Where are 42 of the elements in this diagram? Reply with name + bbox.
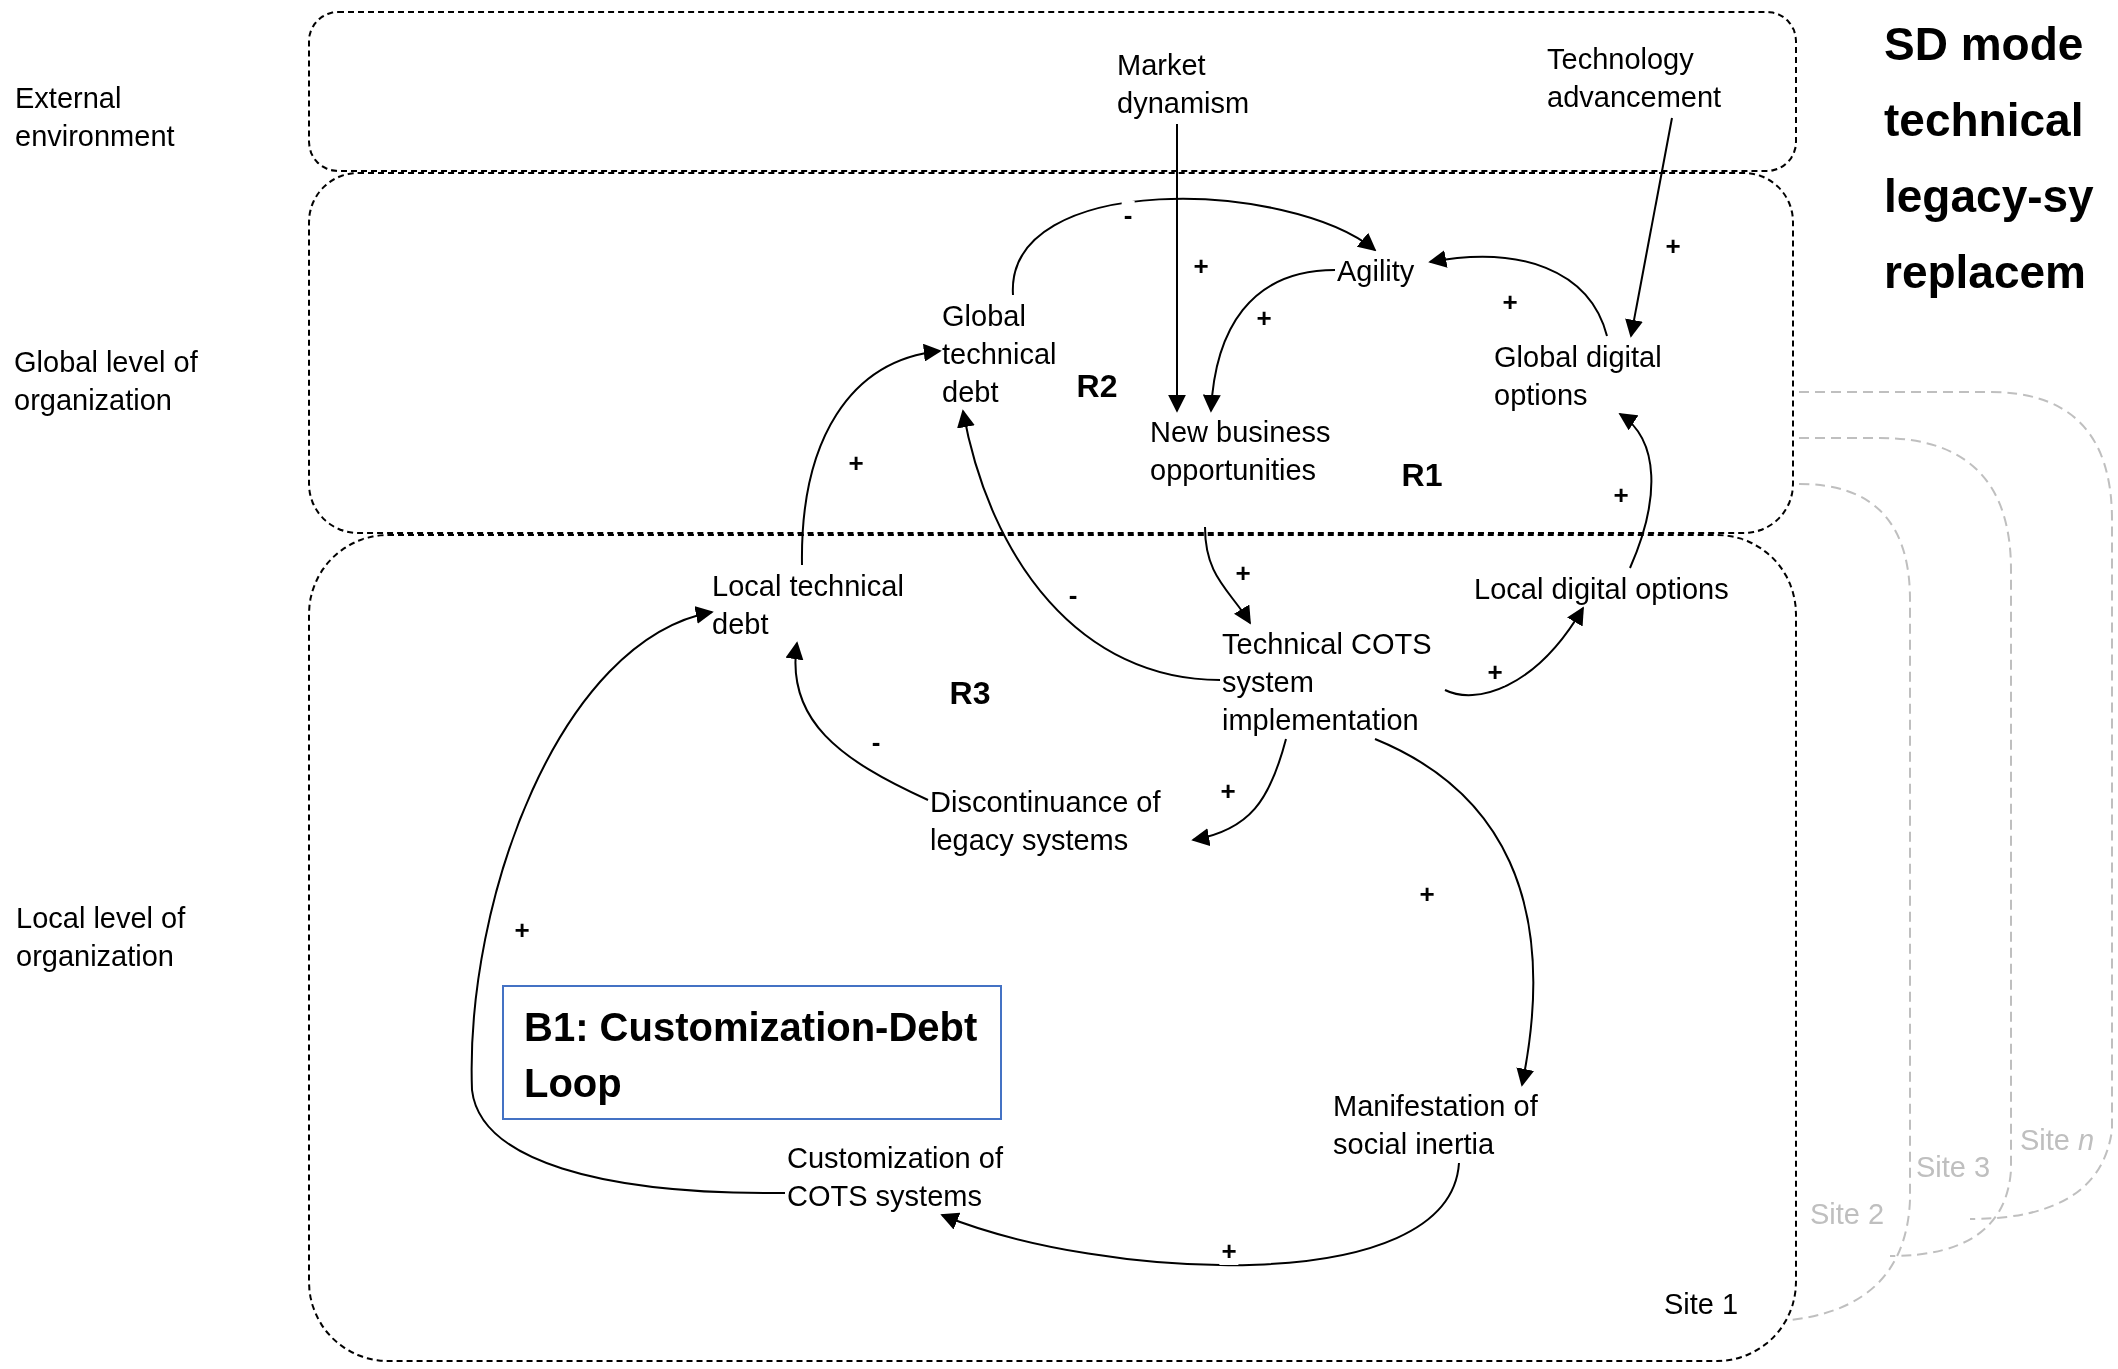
variable-label: Manifestation of social inertia	[1333, 1087, 1568, 1165]
causal-arrow	[471, 608, 786, 1194]
variable-label: Market dynamism	[1117, 46, 1267, 124]
variable-label: Local digital options	[1474, 570, 1769, 610]
site-label: Site 1	[1664, 1287, 1739, 1322]
variable-label: Technical COTS system implementation	[1222, 625, 1447, 741]
causal-arrow	[940, 1162, 1460, 1266]
causal-arrow	[801, 344, 942, 566]
organization-level-band	[308, 534, 1797, 1362]
row-label: External environment	[15, 81, 176, 154]
loop-label: R1	[1401, 457, 1443, 493]
variable-label: Customization of COTS systems	[787, 1139, 1032, 1217]
loop-label: R2	[1076, 368, 1118, 404]
diagram-title: SD mode technical legacy-sy replacem	[1884, 17, 2095, 300]
variable-label: Global digital options	[1494, 338, 1689, 416]
site-label: Site n	[2020, 1123, 2095, 1158]
variable-label: New business opportunities	[1150, 413, 1340, 529]
variable-label: Technology advancement	[1547, 40, 1747, 118]
causal-arrow	[1444, 606, 1584, 697]
causal-arrow	[786, 641, 929, 801]
loop-label: R3	[949, 675, 991, 711]
causal-arrow	[1374, 738, 1534, 1087]
loop-label-box: B1: Customization-Debt Loop	[502, 985, 1002, 1120]
causal-arrow	[1428, 250, 1608, 337]
organization-level-band	[308, 11, 1797, 172]
organization-level-band	[308, 172, 1794, 534]
site-label: Site 2	[1810, 1197, 1885, 1232]
variable-label: Local technical debt	[712, 567, 932, 645]
row-label: Local level of organization	[16, 901, 187, 974]
row-label: Global level of organization	[14, 345, 199, 418]
variable-label: Global technical debt	[942, 297, 1077, 413]
causal-arrow	[1204, 526, 1251, 625]
causal-arrow	[1191, 738, 1287, 846]
variable-label: Discontinuance of legacy systems	[930, 783, 1195, 861]
variable-label: Agility	[1337, 252, 1432, 292]
site-label: Site 3	[1916, 1150, 1991, 1185]
causal-arrow	[1012, 198, 1377, 296]
causal-arrow	[1168, 123, 1186, 413]
causal-arrow	[957, 409, 1221, 681]
causal-arrow	[1625, 117, 1673, 338]
causal-arrow	[1203, 269, 1336, 413]
causal-arrow	[1618, 412, 1653, 569]
